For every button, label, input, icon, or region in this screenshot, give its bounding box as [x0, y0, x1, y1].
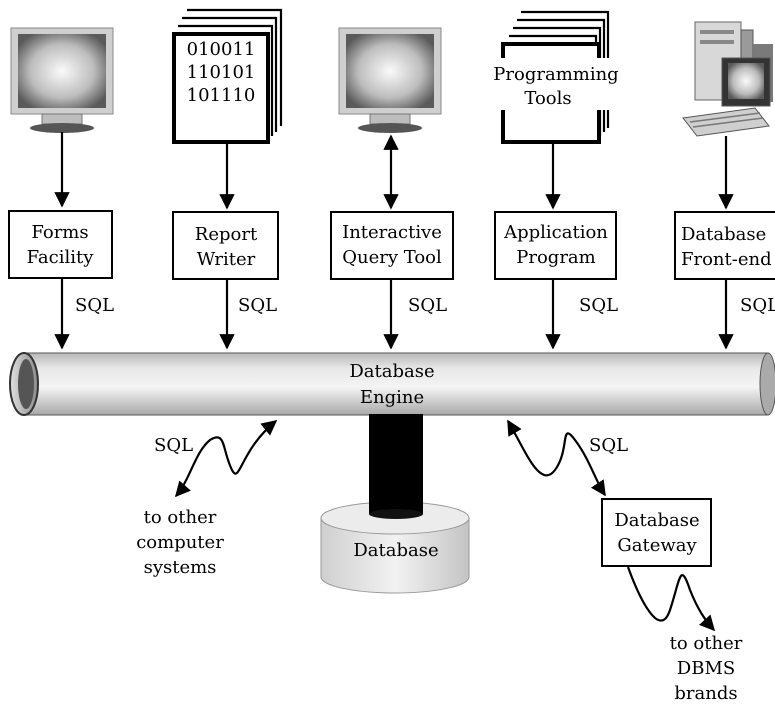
sql-label: SQL: [154, 435, 193, 456]
database-gateway-box: Database Gateway: [601, 498, 712, 567]
other-dbms-line-3: brands: [674, 683, 737, 704]
forms-label-2: Facility: [27, 247, 95, 268]
database-front-end-box: Database Front-end: [674, 211, 775, 280]
report-line-1: 010011: [187, 39, 256, 60]
sql-label: SQL: [740, 295, 775, 316]
query-label-1: Interactive: [342, 222, 442, 243]
sql-label: SQL: [408, 295, 447, 316]
forms-facility-box: Forms Facility: [8, 210, 113, 279]
report-sheets-icon: 010011 110101 101110: [172, 8, 283, 144]
frontend-label-1: Database: [681, 224, 766, 245]
application-program-box: Application Program: [494, 211, 617, 280]
engine-label-2: Engine: [360, 387, 424, 408]
other-systems-line-3: systems: [144, 557, 217, 578]
sql-link-gateway: [507, 419, 606, 497]
other-systems-line-1: to other: [144, 507, 217, 528]
link-other-dbms: [626, 566, 716, 632]
tools-line-2: Tools: [524, 88, 571, 109]
database-engine-pipe: Database Engine: [9, 352, 775, 416]
monitor-icon: [338, 27, 442, 133]
report-writer-box: Report Writer: [172, 211, 279, 280]
report-label-2: Writer: [197, 249, 256, 270]
gateway-label-2: Gateway: [617, 535, 697, 556]
report-label-1: Report: [195, 224, 258, 245]
sql-label: SQL: [579, 295, 618, 316]
sql-label: SQL: [238, 295, 277, 316]
engine-label-1: Database: [349, 361, 434, 382]
other-dbms-line-1: to other: [670, 633, 743, 654]
database-cylinder: Database: [320, 414, 470, 594]
app-label-2: Program: [516, 247, 595, 268]
other-dbms-line-2: DBMS: [677, 658, 735, 679]
programming-tools-sheets-icon: Programming Tools: [490, 10, 622, 144]
desktop-computer-icon: [682, 21, 773, 137]
forms-label-1: Forms: [31, 222, 88, 243]
sql-label: SQL: [75, 295, 114, 316]
gateway-label-1: Database: [614, 510, 699, 531]
tools-line-1: Programming: [493, 64, 618, 85]
monitor-icon: [10, 27, 114, 133]
database-label: Database: [353, 540, 438, 561]
query-label-2: Query Tool: [342, 247, 442, 268]
sql-link-other-systems: [174, 420, 278, 498]
other-systems-line-2: computer: [136, 532, 224, 553]
report-line-3: 101110: [187, 85, 256, 106]
frontend-label-2: Front-end: [681, 249, 772, 270]
report-line-2: 110101: [187, 62, 256, 83]
app-label-1: Application: [503, 222, 608, 243]
sql-label: SQL: [589, 435, 628, 456]
interactive-query-tool-box: Interactive Query Tool: [330, 211, 454, 280]
